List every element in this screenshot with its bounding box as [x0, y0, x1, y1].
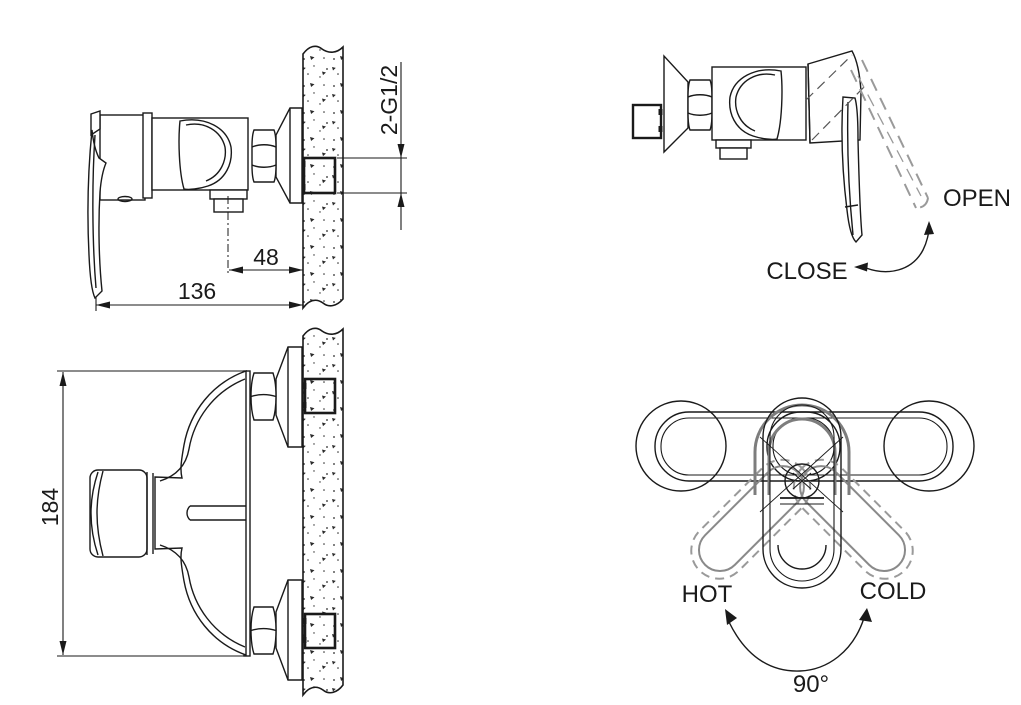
mixer-body [151, 117, 249, 191]
knob-cap-arc [90, 471, 99, 556]
escutcheon-cone [275, 346, 303, 448]
dimension-overall-height [57, 370, 246, 657]
dim-arrowhead [397, 193, 405, 207]
fitting-tick [301, 161, 306, 167]
handle-knob [89, 469, 148, 558]
pipe-fitting-socket [303, 377, 337, 415]
hex-nut [687, 79, 713, 131]
handle-knob-left [635, 400, 727, 492]
pipe-fitting-socket [631, 103, 663, 140]
handle-bar-left-inner [660, 417, 835, 476]
dim-height-label: 184 [37, 488, 63, 527]
hex-nut [250, 606, 277, 655]
wall-section [302, 45, 344, 311]
handle-diagonal-right [792, 458, 914, 580]
dim-arrowhead [397, 144, 405, 158]
cold-label: COLD [860, 578, 927, 605]
arrowhead [854, 262, 868, 272]
open-close-arrow [854, 221, 934, 273]
thread-size-label: 2-G1/2 [376, 65, 402, 135]
hot-label: HOT [682, 581, 733, 608]
arrowhead [859, 608, 872, 622]
handle-blade-tick [844, 204, 859, 208]
lever-blade-inner-curve [159, 378, 246, 482]
dim-arrowhead [59, 372, 67, 386]
dimension-outlet-to-wall [229, 266, 303, 274]
dim-arrowhead [229, 266, 243, 274]
close-label: CLOSE [766, 258, 847, 285]
view-open-close: OPEN CLOSE [631, 50, 1011, 285]
fitting-tick [301, 184, 306, 190]
fitting-tick [302, 383, 307, 389]
escutcheon-cone [663, 54, 689, 154]
lever-blade-outline [154, 370, 247, 656]
dimension-total-width [95, 297, 303, 311]
body-dome-curve [178, 119, 233, 191]
handle-bar-right-inner [772, 417, 948, 476]
body-dome-inner-curve [734, 73, 776, 132]
lever-blade-inner-curve [159, 544, 246, 648]
lever-handle-blade [87, 129, 107, 300]
pipe-fitting-socket [302, 156, 337, 195]
hex-nut-facet [251, 164, 277, 168]
view-handle-rotation: HOT COLD 90° [635, 397, 975, 698]
dim-arrowhead [96, 301, 110, 309]
mixer-body [711, 66, 807, 141]
hex-nut-facet [687, 112, 713, 116]
handle-cap-dashed-edge [805, 54, 853, 101]
fitting-tick [302, 637, 307, 643]
hex-nut-facet [687, 94, 713, 98]
handle-bar-right [766, 411, 954, 482]
dimension-thread-connection [337, 62, 407, 230]
dim-arrowhead [289, 266, 303, 274]
hex-nut-facet [250, 627, 277, 632]
handle-knob-right [883, 400, 975, 492]
hex-nut-facet [250, 393, 277, 398]
rotation-angle-label: 90° [793, 671, 829, 698]
dim-arrowhead [59, 641, 67, 655]
fitting-tick [302, 618, 307, 624]
wall-section [302, 327, 344, 698]
outlet-step [715, 139, 752, 149]
handle-bar-left [654, 411, 841, 482]
fitting-tick [658, 109, 663, 115]
body-dome-curve [728, 69, 783, 141]
dim-outlet-depth-label: 48 [253, 244, 279, 270]
hex-nut [250, 372, 277, 421]
handle-blade-inner-line [846, 101, 854, 236]
lever-handle-cap [90, 110, 101, 137]
handle-open-position [850, 59, 929, 209]
fitting-tick [658, 126, 663, 132]
body-dome-inner-curve [185, 123, 227, 182]
body-underside-detail [117, 195, 133, 203]
hex-nut [251, 129, 277, 183]
center-guide-line [759, 436, 844, 513]
escutcheon-cone [275, 107, 303, 204]
arrowhead [924, 221, 934, 235]
handle-center-inner [769, 404, 835, 582]
mounting-plate [142, 112, 153, 199]
view-plan-installation: 184 [37, 327, 344, 698]
handle-cap-housing [99, 114, 146, 201]
outlet-connector [719, 147, 748, 160]
dim-arrowhead [289, 301, 303, 309]
arrowhead [725, 609, 737, 625]
handle-center-outline [762, 397, 842, 589]
pipe-fitting-socket [303, 612, 337, 650]
handle-cap-edge [807, 63, 811, 144]
dim-total-width-label: 136 [178, 278, 216, 304]
knob-cap-arc [96, 470, 104, 557]
handle-center-tip-arc [777, 544, 827, 570]
escutcheon-cone [275, 579, 303, 681]
lever-shaft-tip [186, 505, 191, 521]
lever-handle-inner-line [92, 134, 97, 289]
rotation-arrow [725, 608, 872, 672]
view-side-installation: 48 136 2-G1/2 [87, 45, 407, 311]
hex-nut-facet [251, 144, 277, 148]
center-cross-line [792, 472, 812, 490]
open-label: OPEN [943, 185, 1011, 212]
handle-cap-dashed-edge [811, 84, 867, 141]
fitting-tick [302, 402, 307, 408]
